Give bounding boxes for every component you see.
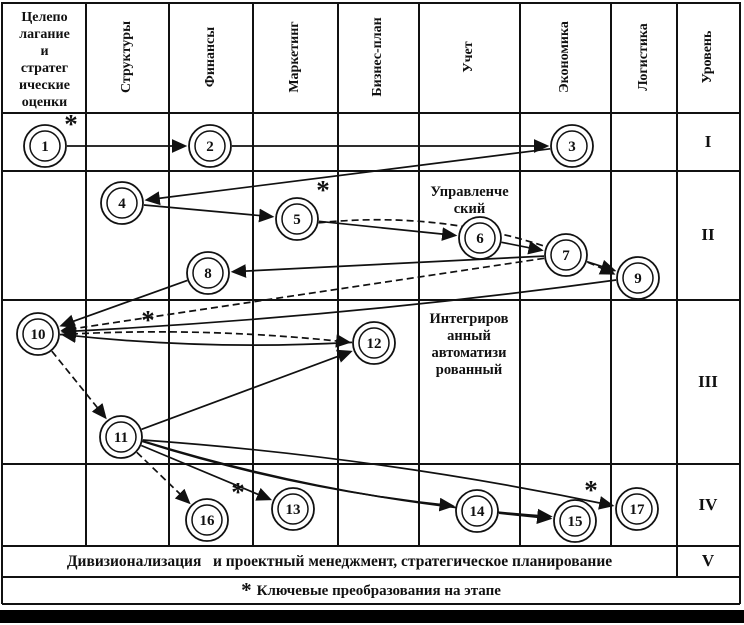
node-inner-circle [556,130,588,162]
note-integrated-automated: Интегриров анный автоматизи рованный [429,311,509,379]
edge-11-16 [136,451,191,505]
edge-9-10 [60,279,617,338]
edge-11-17 [142,439,615,510]
edge-6-7 [501,240,544,255]
node-inner-circle [105,421,137,453]
node-inner-circle [559,505,591,537]
node-10: 10 [16,312,60,356]
node-number: 7 [562,248,570,264]
node-3: 3 [550,124,594,168]
node-12: 12 [352,321,396,365]
key-stage-star-icon: * [231,477,245,507]
node-number: 9 [634,271,642,287]
node-inner-circle [191,504,223,536]
node-7: 7 [544,233,588,277]
col-header-marketing: Маркетинг [287,21,302,93]
col-header-logistics: Логистика [636,23,651,91]
edge-11-13 [140,444,273,501]
stars-layer: * * * * * [64,109,598,507]
node-inner-circle [550,239,582,271]
col-header-finance: Финансы [203,26,218,88]
bottom-bar [0,610,744,623]
node-5: 5 [275,197,319,241]
node-number: 14 [470,504,486,520]
node-inner-circle [622,262,654,294]
node-6: 6 [458,216,502,260]
key-stage-star-icon: * [64,109,78,139]
col-header-goal-setting: Целепо лагание и стратег ические оценки [19,10,70,111]
level-v-caption: Дивизионализация и проектный менеджмент,… [66,553,613,570]
edge-7-9 [586,259,617,273]
node-inner-circle [106,187,138,219]
node-13: 13 [271,487,315,531]
node-number: 17 [630,502,646,518]
node-15: 15 [553,499,597,543]
node-inner-circle [464,222,496,254]
node-number: 3 [568,139,576,155]
node-9: 9 [616,256,660,300]
node-number: 5 [293,212,301,228]
level-label-i: I [704,132,712,151]
node-inner-circle [192,257,224,289]
node-11: 11 [99,415,143,459]
note-managerial: Управленче ский [430,184,509,218]
edge-7-10 [60,257,545,336]
edge-5-6 [318,220,458,241]
node-16: 16 [185,498,229,542]
key-stage-star-icon: * [141,305,155,335]
node-number: 10 [31,327,46,343]
node-inner-circle [358,327,390,359]
legend: *Ключевые преобразования на этапе [2,578,740,604]
node-number: 4 [118,196,126,212]
node-4: 4 [100,181,144,225]
legend-star-icon: * [241,578,252,602]
node-number: 1 [41,139,49,155]
node-inner-circle [194,130,226,162]
edge-14-15 [498,510,553,524]
node-number: 13 [286,502,301,518]
node-inner-circle [277,493,309,525]
node-inner-circle [29,130,61,162]
node-inner-circle [621,493,653,525]
node-inner-circle [281,203,313,235]
node-number: 2 [206,139,214,155]
edge-3-4 [144,147,551,206]
edges-layer [51,139,617,524]
node-number: 16 [200,513,216,529]
level-label-ii: II [701,225,715,244]
col-header-level: Уровень [700,30,715,84]
node-number: 8 [204,266,212,282]
col-header-structures: Структуры [119,20,134,94]
col-header-business-plan: Бизнес-план [370,17,385,97]
edge-5-9 [318,218,616,275]
edge-11-12 [141,349,353,431]
node-number: 12 [367,336,382,352]
node-17: 17 [615,487,659,531]
node-14: 14 [455,489,499,533]
col-header-accounting: Учет [461,41,476,73]
legend-text: Ключевые преобразования на этапе [256,583,501,599]
level-label-iv: IV [698,495,718,514]
node-2: 2 [188,124,232,168]
level-label-iii: III [698,372,718,391]
col-header-economics: Экономика [557,21,572,93]
edge-8-10 [59,279,188,328]
edge-10-12 [59,331,352,348]
key-stage-star-icon: * [584,475,598,505]
edge-7-8 [230,255,545,278]
edge-12-10 [60,329,353,346]
key-stage-star-icon: * [316,175,330,205]
node-8: 8 [186,251,230,295]
level-label-v: V [701,551,715,570]
edge-10-11 [51,350,107,420]
node-number: 11 [114,430,128,446]
edge-4-5 [143,204,275,223]
node-number: 15 [568,514,583,530]
node-inner-circle [461,495,493,527]
node-inner-circle [22,318,54,350]
node-1: 1 [23,124,67,168]
node-number: 6 [476,231,484,247]
